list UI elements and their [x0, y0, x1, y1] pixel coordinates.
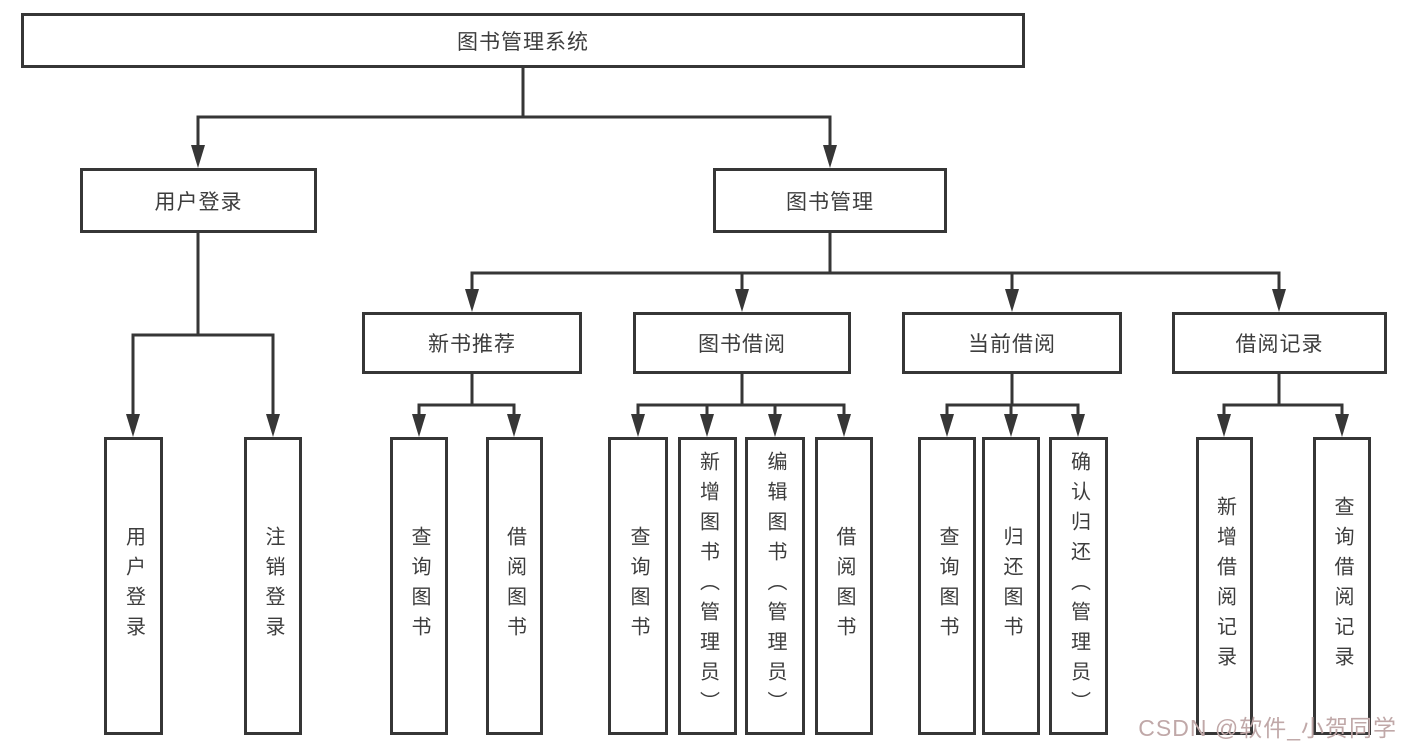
leaf-current-return-books: 归还图书 [982, 437, 1040, 735]
leaf-current-confirm-return-admin: 确认归还（管理员） [1049, 437, 1108, 735]
leaf-borrow-add-books-admin: 新增图书（管理员） [678, 437, 737, 735]
node-current-borrowing: 当前借阅 [902, 312, 1122, 374]
node-user-login: 用户登录 [80, 168, 317, 233]
leaf-records-add-record: 新增借阅记录 [1196, 437, 1253, 735]
leaf-newbook-borrow-books: 借阅图书 [486, 437, 543, 735]
csdn-watermark: CSDN @软件_小贺同学 [1138, 715, 1397, 741]
arrowheads [126, 145, 1349, 437]
leaf-newbook-query-books: 查询图书 [390, 437, 448, 735]
node-library-system: 图书管理系统 [21, 13, 1025, 68]
node-book-borrowing: 图书借阅 [633, 312, 851, 374]
node-book-management: 图书管理 [713, 168, 947, 233]
node-borrowing-records: 借阅记录 [1172, 312, 1387, 374]
leaf-records-query-record: 查询借阅记录 [1313, 437, 1371, 735]
leaf-borrow-query-books: 查询图书 [608, 437, 668, 735]
leaf-user-login: 用户登录 [104, 437, 163, 735]
leaf-current-query-books: 查询图书 [918, 437, 976, 735]
leaf-borrow-borrow-books: 借阅图书 [815, 437, 873, 735]
node-new-book-recommend: 新书推荐 [362, 312, 582, 374]
leaf-borrow-edit-books-admin: 编辑图书（管理员） [745, 437, 805, 735]
leaf-logout: 注销登录 [244, 437, 302, 735]
